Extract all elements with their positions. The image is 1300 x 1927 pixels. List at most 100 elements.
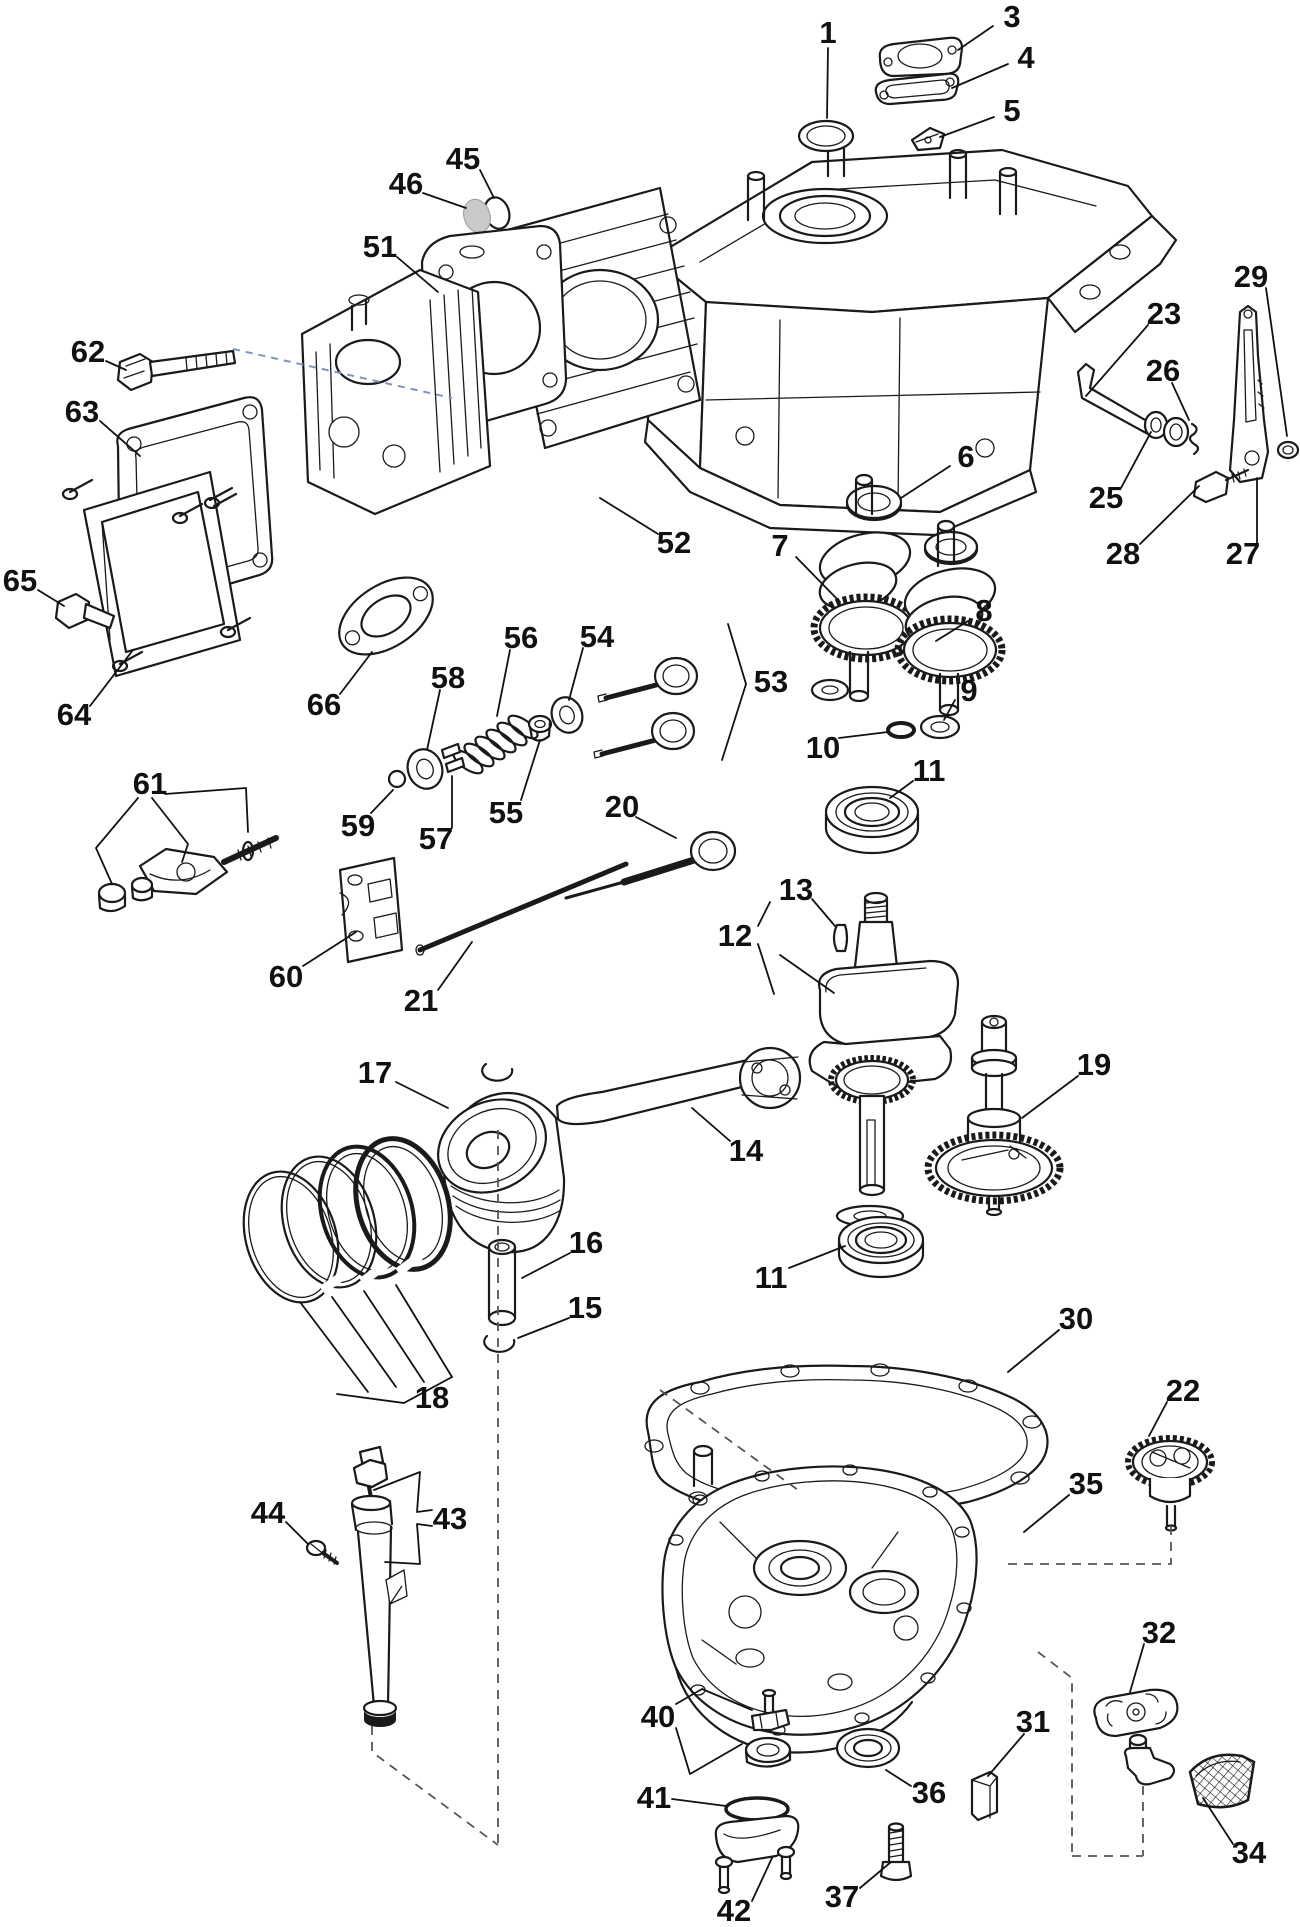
callout-1-label: 1: [819, 15, 836, 50]
callout-32-label: 32: [1142, 1615, 1176, 1650]
breather-gasket-4: [874, 72, 960, 106]
callout-57-label: 57: [419, 821, 453, 856]
callout-37-label: 37: [825, 1879, 859, 1914]
callout-12-label: 12: [718, 918, 752, 953]
callout-5-label: 5: [1003, 93, 1020, 128]
callout-35-label: 35: [1069, 1466, 1103, 1501]
callout-36-label: 36: [912, 1775, 946, 1810]
guide-plate-60: [338, 856, 404, 964]
rocker-assembly-61: [97, 835, 279, 913]
callout-58-label: 58: [431, 660, 465, 695]
callout-3-leader: [957, 25, 994, 51]
washer-7: [810, 678, 850, 702]
callout-52-label: 52: [657, 525, 691, 560]
callout-30-label: 30: [1059, 1301, 1093, 1336]
callout-23-label: 23: [1147, 296, 1181, 331]
callout-29-label: 29: [1234, 259, 1268, 294]
callout-5-leader: [939, 116, 995, 138]
callout-58-leader: [426, 689, 441, 751]
callout-61-label: 61: [133, 766, 167, 801]
callout-18-leader: [336, 1376, 453, 1404]
callout-12-leader: [757, 943, 775, 995]
callout-12-leader: [757, 901, 771, 927]
alignment-dashes: [232, 348, 1172, 1857]
callout-31-leader: [987, 1733, 1025, 1777]
nut-29: [1276, 440, 1300, 460]
callout-42-leader: [751, 1857, 773, 1902]
camshaft-19: [924, 1014, 1064, 1217]
callout-11-label: 11: [913, 753, 946, 788]
callout-43-leader: [373, 1471, 433, 1513]
callout-53-label: 53: [754, 664, 788, 699]
callout-65-label: 65: [3, 563, 37, 598]
bolt-axis-dash: [232, 348, 453, 399]
callout-18-leader: [299, 1301, 369, 1393]
bolt-62: [116, 349, 237, 392]
callout-6-leader: [900, 465, 951, 499]
callout-9-label: 9: [960, 673, 977, 708]
callout-7-label: 7: [771, 528, 788, 563]
valve-keepers-57: [440, 742, 466, 774]
crankshaft-12: [808, 891, 960, 1197]
screw-44: [305, 1539, 339, 1565]
callout-40-leader: [675, 1727, 743, 1775]
callout-16-leader: [521, 1252, 571, 1279]
oil-pickup-32: [1093, 1688, 1179, 1738]
dipstick-43: [350, 1445, 408, 1727]
callout-16-label: 16: [569, 1225, 603, 1260]
circlip-15-top: [481, 1062, 514, 1082]
governor-arm-27: [1228, 304, 1270, 484]
callout-21-leader: [437, 941, 473, 991]
callout-40-leader: [675, 1688, 753, 1711]
callout-10-label: 10: [806, 730, 840, 765]
bearing-11b: [837, 1215, 925, 1279]
piston-rings-18: [242, 1136, 453, 1304]
callout-35-leader: [1023, 1494, 1070, 1533]
callout-18-leader: [331, 1296, 397, 1388]
callout-8-label: 8: [975, 593, 992, 628]
callout-15-leader: [517, 1317, 570, 1339]
callout-14-leader: [691, 1107, 731, 1142]
callout-25-label: 25: [1089, 480, 1123, 515]
callout-4-leader: [951, 63, 1009, 89]
callout-20-leader: [635, 816, 677, 839]
callout-45-leader: [479, 169, 495, 199]
callout-10-leader: [838, 731, 889, 739]
callout-19-leader: [1021, 1075, 1079, 1119]
callout-11-leader: [889, 780, 914, 799]
callout-11-leader: [788, 1245, 846, 1269]
callout-45-label: 45: [446, 141, 480, 176]
callout-13-leader: [811, 898, 836, 927]
callout-7-leader: [795, 556, 841, 603]
callout-54-leader: [568, 647, 584, 701]
valve-cap-59: [387, 769, 407, 789]
callout-66-leader: [339, 651, 373, 695]
bolt-37: [879, 1822, 913, 1882]
callout-28-label: 28: [1106, 536, 1140, 571]
callout-66-label: 66: [307, 687, 341, 722]
callout-22-label: 22: [1166, 1373, 1200, 1408]
exhaust-gasket-66: [338, 576, 434, 656]
bearing-6b: [923, 530, 979, 566]
callout-55-label: 55: [489, 795, 523, 830]
callout-19-label: 19: [1077, 1047, 1111, 1082]
callout-61-leader: [151, 797, 189, 863]
bearing-6: [845, 484, 903, 522]
callout-46-label: 46: [389, 166, 423, 201]
seal-ring-1: [797, 119, 855, 153]
callout-51-leader: [396, 256, 439, 293]
callout-43-label: 43: [433, 1501, 467, 1536]
callout-64-leader: [89, 649, 134, 707]
governor-shaft-23: [1076, 362, 1154, 436]
callout-17-label: 17: [358, 1055, 392, 1090]
callout-32-leader: [1129, 1643, 1145, 1693]
callout-17-leader: [395, 1081, 449, 1109]
valve-spring-56: [452, 714, 539, 775]
callout-46-leader: [422, 192, 467, 209]
woodruff-key-13: [832, 923, 849, 953]
piston-17: [436, 1092, 566, 1254]
callout-26-leader: [1171, 382, 1190, 421]
